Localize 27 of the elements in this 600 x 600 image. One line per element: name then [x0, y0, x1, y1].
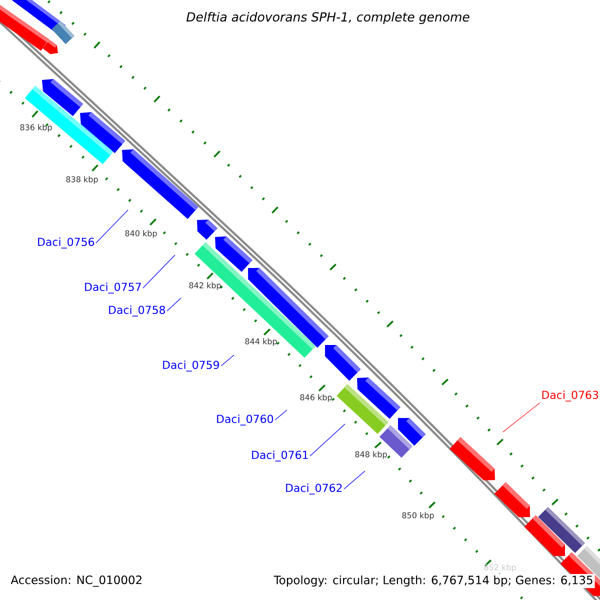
scale-label: 850 kbp: [402, 512, 434, 520]
leader-line: [502, 402, 540, 432]
gene-label: Daci_0759: [163, 360, 220, 372]
leader-line: [310, 424, 346, 456]
scale-label: 836 kbp: [20, 124, 52, 132]
gene-label: Daci_0760: [217, 414, 274, 426]
scale-label: 838 kbp: [66, 176, 98, 184]
leader-line: [274, 410, 288, 420]
scale-label: 846 kbp: [300, 394, 332, 402]
scale-label: 848 kbp: [355, 451, 387, 459]
scale-label: 842 kbp: [189, 282, 221, 290]
leader-line: [166, 298, 182, 312]
genome-stats-text: Topology: circular; Length: 6,767,514 bp; Genes: 6,135: [272, 574, 595, 588]
gene-label: Daci_0762: [286, 484, 342, 494]
leader-line: [96, 210, 128, 244]
leader-line: [220, 354, 234, 366]
gene-label: Daci_0757: [85, 282, 141, 294]
leader-line: [142, 254, 176, 288]
scale-label: 844 kbp: [245, 338, 277, 346]
leader-line: [344, 470, 366, 490]
scale-label: 840 kbp: [125, 230, 157, 238]
title: Delftia acidovorans SPH-1, complete genome: [186, 12, 470, 24]
gene-label: Daci_0761: [252, 450, 308, 462]
gene-label: Daci_0756: [38, 238, 94, 248]
gene-label: Daci_0763: [542, 390, 598, 402]
gene-label: Daci_0758: [109, 306, 166, 316]
accession-text: Accession: NC_010002: [10, 575, 142, 587]
